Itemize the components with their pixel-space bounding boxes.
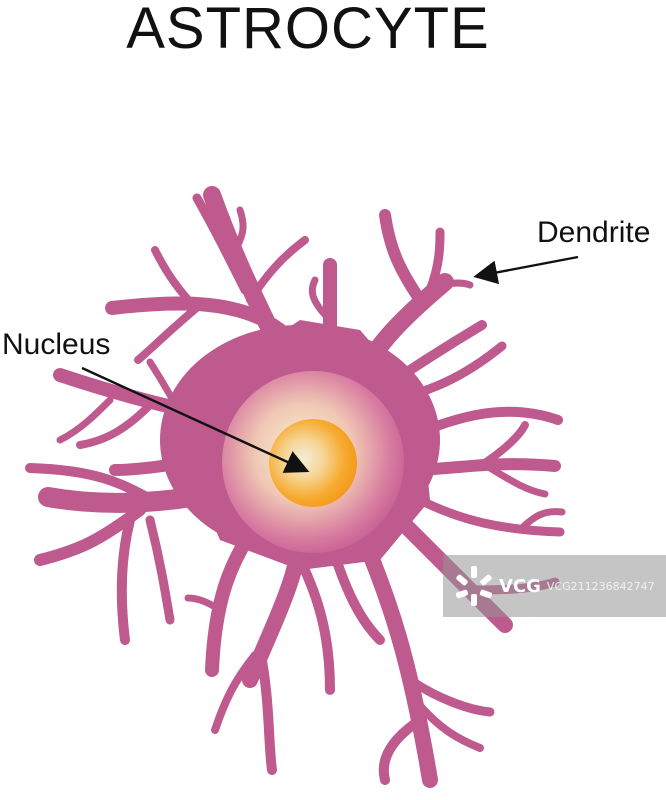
diagram-title: ASTROCYTE [126,0,490,61]
watermark-id: VCG211236842747 [546,579,655,593]
nucleus-label: Nucleus [2,328,111,361]
watermark: VCG VCG211236842747 [443,555,666,617]
dendrites [25,186,566,788]
dendrite-arrow [473,255,579,285]
nucleus [269,419,357,507]
vcg-logo-icon [455,566,493,606]
watermark-brand: VCG [499,575,541,597]
nucleus-arrow [81,366,310,473]
dendrite-label: Dendrite [537,216,651,249]
